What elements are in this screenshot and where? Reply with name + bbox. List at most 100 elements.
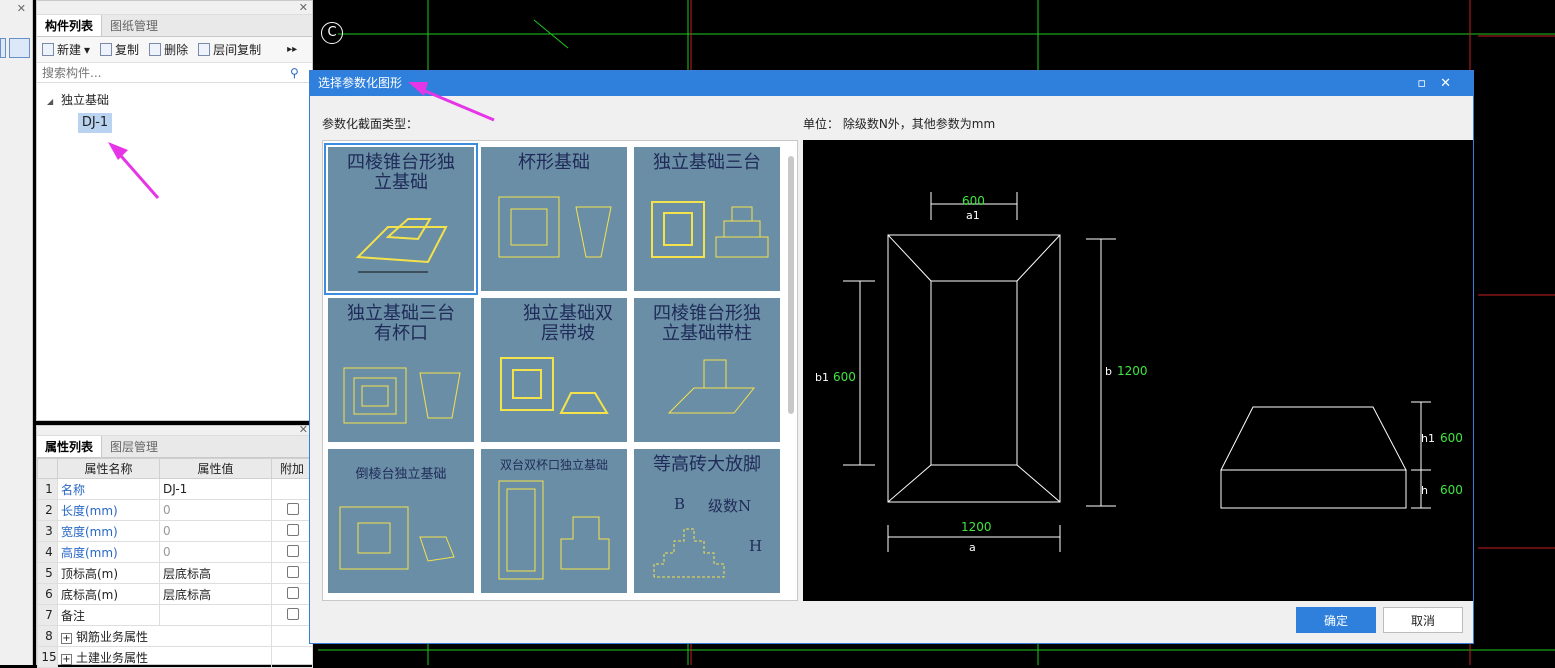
tree-node-dj1[interactable]: DJ-1 <box>78 113 112 133</box>
attach-checkbox[interactable] <box>287 586 299 599</box>
dim-a1-label: a1 <box>966 209 980 222</box>
unit-label: 单位： 除级数N外，其他参数为mm <box>803 117 996 131</box>
dialog-titlebar: 选择参数化图形 ▫✕ <box>310 71 1473 96</box>
search-input[interactable] <box>40 64 290 81</box>
section-type-label: 参数化截面类型： <box>322 117 419 131</box>
inverted-pyramid-sketch <box>339 506 455 570</box>
annotation-arrow <box>417 86 495 122</box>
dim-h1-value: 600 <box>1440 431 1463 445</box>
new-icon <box>42 43 54 56</box>
maximize-icon[interactable]: ▫ <box>1417 76 1441 91</box>
tab-component-list[interactable]: 构件列表 <box>37 15 103 36</box>
pyramid-foundation-sketch <box>355 218 448 273</box>
left-toolbar-strip: ✕ <box>0 0 33 665</box>
thumb-double-slope-foundation[interactable]: 独立基础双层带坡 <box>481 298 627 442</box>
property-value[interactable]: DJ-1 <box>159 478 272 500</box>
dim-h-value: 600 <box>1440 483 1463 497</box>
collapse-icon[interactable]: ◢ <box>47 97 54 106</box>
table-header: 属性名称 属性值 附加 <box>37 458 313 479</box>
thumb-inverted-pyramid-foundation[interactable]: 倒棱台独立基础 <box>328 449 474 593</box>
new-button[interactable]: 新建 ▾ <box>42 41 90 58</box>
table-row[interactable]: 4 高度(mm) 0 <box>37 541 313 563</box>
component-tabs: 构件列表 图纸管理 <box>37 15 312 37</box>
preview-drawing <box>843 192 1431 552</box>
attach-checkbox[interactable] <box>287 502 299 515</box>
cancel-button[interactable]: 取消 <box>1383 607 1463 633</box>
overflow-icon[interactable]: ▸▸ <box>287 44 298 55</box>
search-icon[interactable]: ⚲ <box>290 65 299 80</box>
tree-node-root[interactable]: ◢ 独立基础 <box>47 93 109 107</box>
table-row[interactable]: 2 长度(mm) 0 <box>37 499 313 521</box>
close-icon[interactable]: ✕ <box>1440 76 1465 91</box>
property-tabs: 属性列表 图层管理 <box>37 436 312 458</box>
table-row[interactable]: 3 宽度(mm) 0 <box>37 520 313 542</box>
dim-a-label: a <box>969 541 976 554</box>
dim-a-value: 1200 <box>961 520 992 534</box>
level-label: 级数N <box>708 497 752 515</box>
delete-button[interactable]: 删除 <box>149 41 188 58</box>
dim-b1-value: 600 <box>833 370 856 384</box>
tab-property-list[interactable]: 属性列表 <box>37 436 103 457</box>
toolbar-button[interactable] <box>0 38 6 58</box>
attach-checkbox[interactable] <box>287 607 299 620</box>
tab-drawing-manage[interactable]: 图纸管理 <box>110 19 159 33</box>
annotation-arrowhead <box>108 142 128 160</box>
delete-icon <box>149 43 162 56</box>
close-icon[interactable]: ✕ <box>16 2 26 15</box>
thumbnail-list: 四棱锥台形独立基础 杯形基础 独立基础三台 独立基础三台有杯口 独立基础双层带坡… <box>322 140 798 601</box>
annotation-arrowhead <box>408 82 428 96</box>
thumb-pyramid-column-foundation[interactable]: 四棱锥台形独立基础带柱 <box>634 298 780 442</box>
attach-checkbox[interactable] <box>287 565 299 578</box>
expand-icon[interactable]: + <box>61 653 72 665</box>
attach-checkbox[interactable] <box>287 544 299 557</box>
floor-copy-button[interactable]: 层间复制 <box>198 41 261 58</box>
close-icon[interactable]: ✕ <box>298 423 308 436</box>
b-label: B <box>674 495 686 513</box>
attach-checkbox[interactable] <box>287 523 299 536</box>
dialog-title: 选择参数化图形 <box>318 76 403 90</box>
toolbar-button[interactable] <box>9 38 30 58</box>
thumb-three-tier-cup-foundation[interactable]: 独立基础三台有杯口 <box>328 298 474 442</box>
property-table: 属性名称 属性值 附加 1 名称 DJ-1 2 长度(mm) 0 3 宽度(mm… <box>37 458 313 668</box>
thumb-brick-footing[interactable]: 等高砖大放脚 级数N B H <box>634 449 780 593</box>
dim-h1-label: h1 <box>1421 432 1435 445</box>
tab-layer-manage[interactable]: 图层管理 <box>110 440 159 454</box>
h-label: H <box>749 537 763 555</box>
table-row[interactable]: 7 备注 <box>37 604 313 626</box>
thumb-pyramid-foundation[interactable]: 四棱锥台形独立基础 <box>324 143 478 295</box>
cup-foundation-sketch <box>498 196 612 258</box>
component-toolbar: 新建 ▾ 复制 删除 层间复制 ▸▸ <box>37 37 312 63</box>
panel-header <box>37 1 312 15</box>
component-list-panel: ✕ 构件列表 图纸管理 新建 ▾ 复制 删除 层间复制 ▸▸ ⚲ ◢ 独立基础 … <box>36 0 313 421</box>
expand-icon[interactable]: + <box>61 632 72 644</box>
copy-button[interactable]: 复制 <box>100 41 139 58</box>
floor-copy-icon <box>198 43 211 56</box>
pyramid-column-sketch <box>667 359 756 414</box>
preview-canvas: 600 a1 1200 a b1 600 b 1200 h1 600 h 600 <box>803 140 1473 601</box>
dim-b-value: 1200 <box>1117 364 1148 378</box>
double-cup-sketch <box>498 480 610 580</box>
three-tier-sketch <box>651 201 769 258</box>
thumb-cup-foundation[interactable]: 杯形基础 <box>481 147 627 291</box>
three-tier-cup-sketch <box>343 367 461 424</box>
thumb-double-cup-foundation[interactable]: 双台双杯口独立基础 <box>481 449 627 593</box>
ok-button[interactable]: 确定 <box>1296 607 1376 633</box>
close-icon[interactable]: ✕ <box>298 1 308 14</box>
axis-marker: C <box>321 22 343 44</box>
select-parametric-dialog: 选择参数化图形 ▫✕ 参数化截面类型： 单位： 除级数N外，其他参数为mm 四棱… <box>309 70 1474 644</box>
table-row[interactable]: 6 底标高(m) 层底标高 <box>37 583 313 605</box>
dim-b-label: b <box>1105 365 1112 378</box>
copy-icon <box>100 43 113 56</box>
dim-h-label: h <box>1421 484 1428 497</box>
thumb-three-tier-foundation[interactable]: 独立基础三台 <box>634 147 780 291</box>
scrollbar[interactable] <box>788 156 794 414</box>
dim-a1-value: 600 <box>962 194 985 208</box>
property-panel: ✕ 属性列表 图层管理 属性名称 属性值 附加 1 名称 DJ-1 2 长度(m… <box>36 423 313 668</box>
property-value[interactable]: 层底标高 <box>159 583 272 605</box>
component-search: ⚲ <box>37 63 312 83</box>
double-slope-sketch <box>500 357 609 414</box>
table-row[interactable]: 15 +土建业务属性 <box>37 646 313 668</box>
brick-footing-sketch <box>653 528 725 578</box>
